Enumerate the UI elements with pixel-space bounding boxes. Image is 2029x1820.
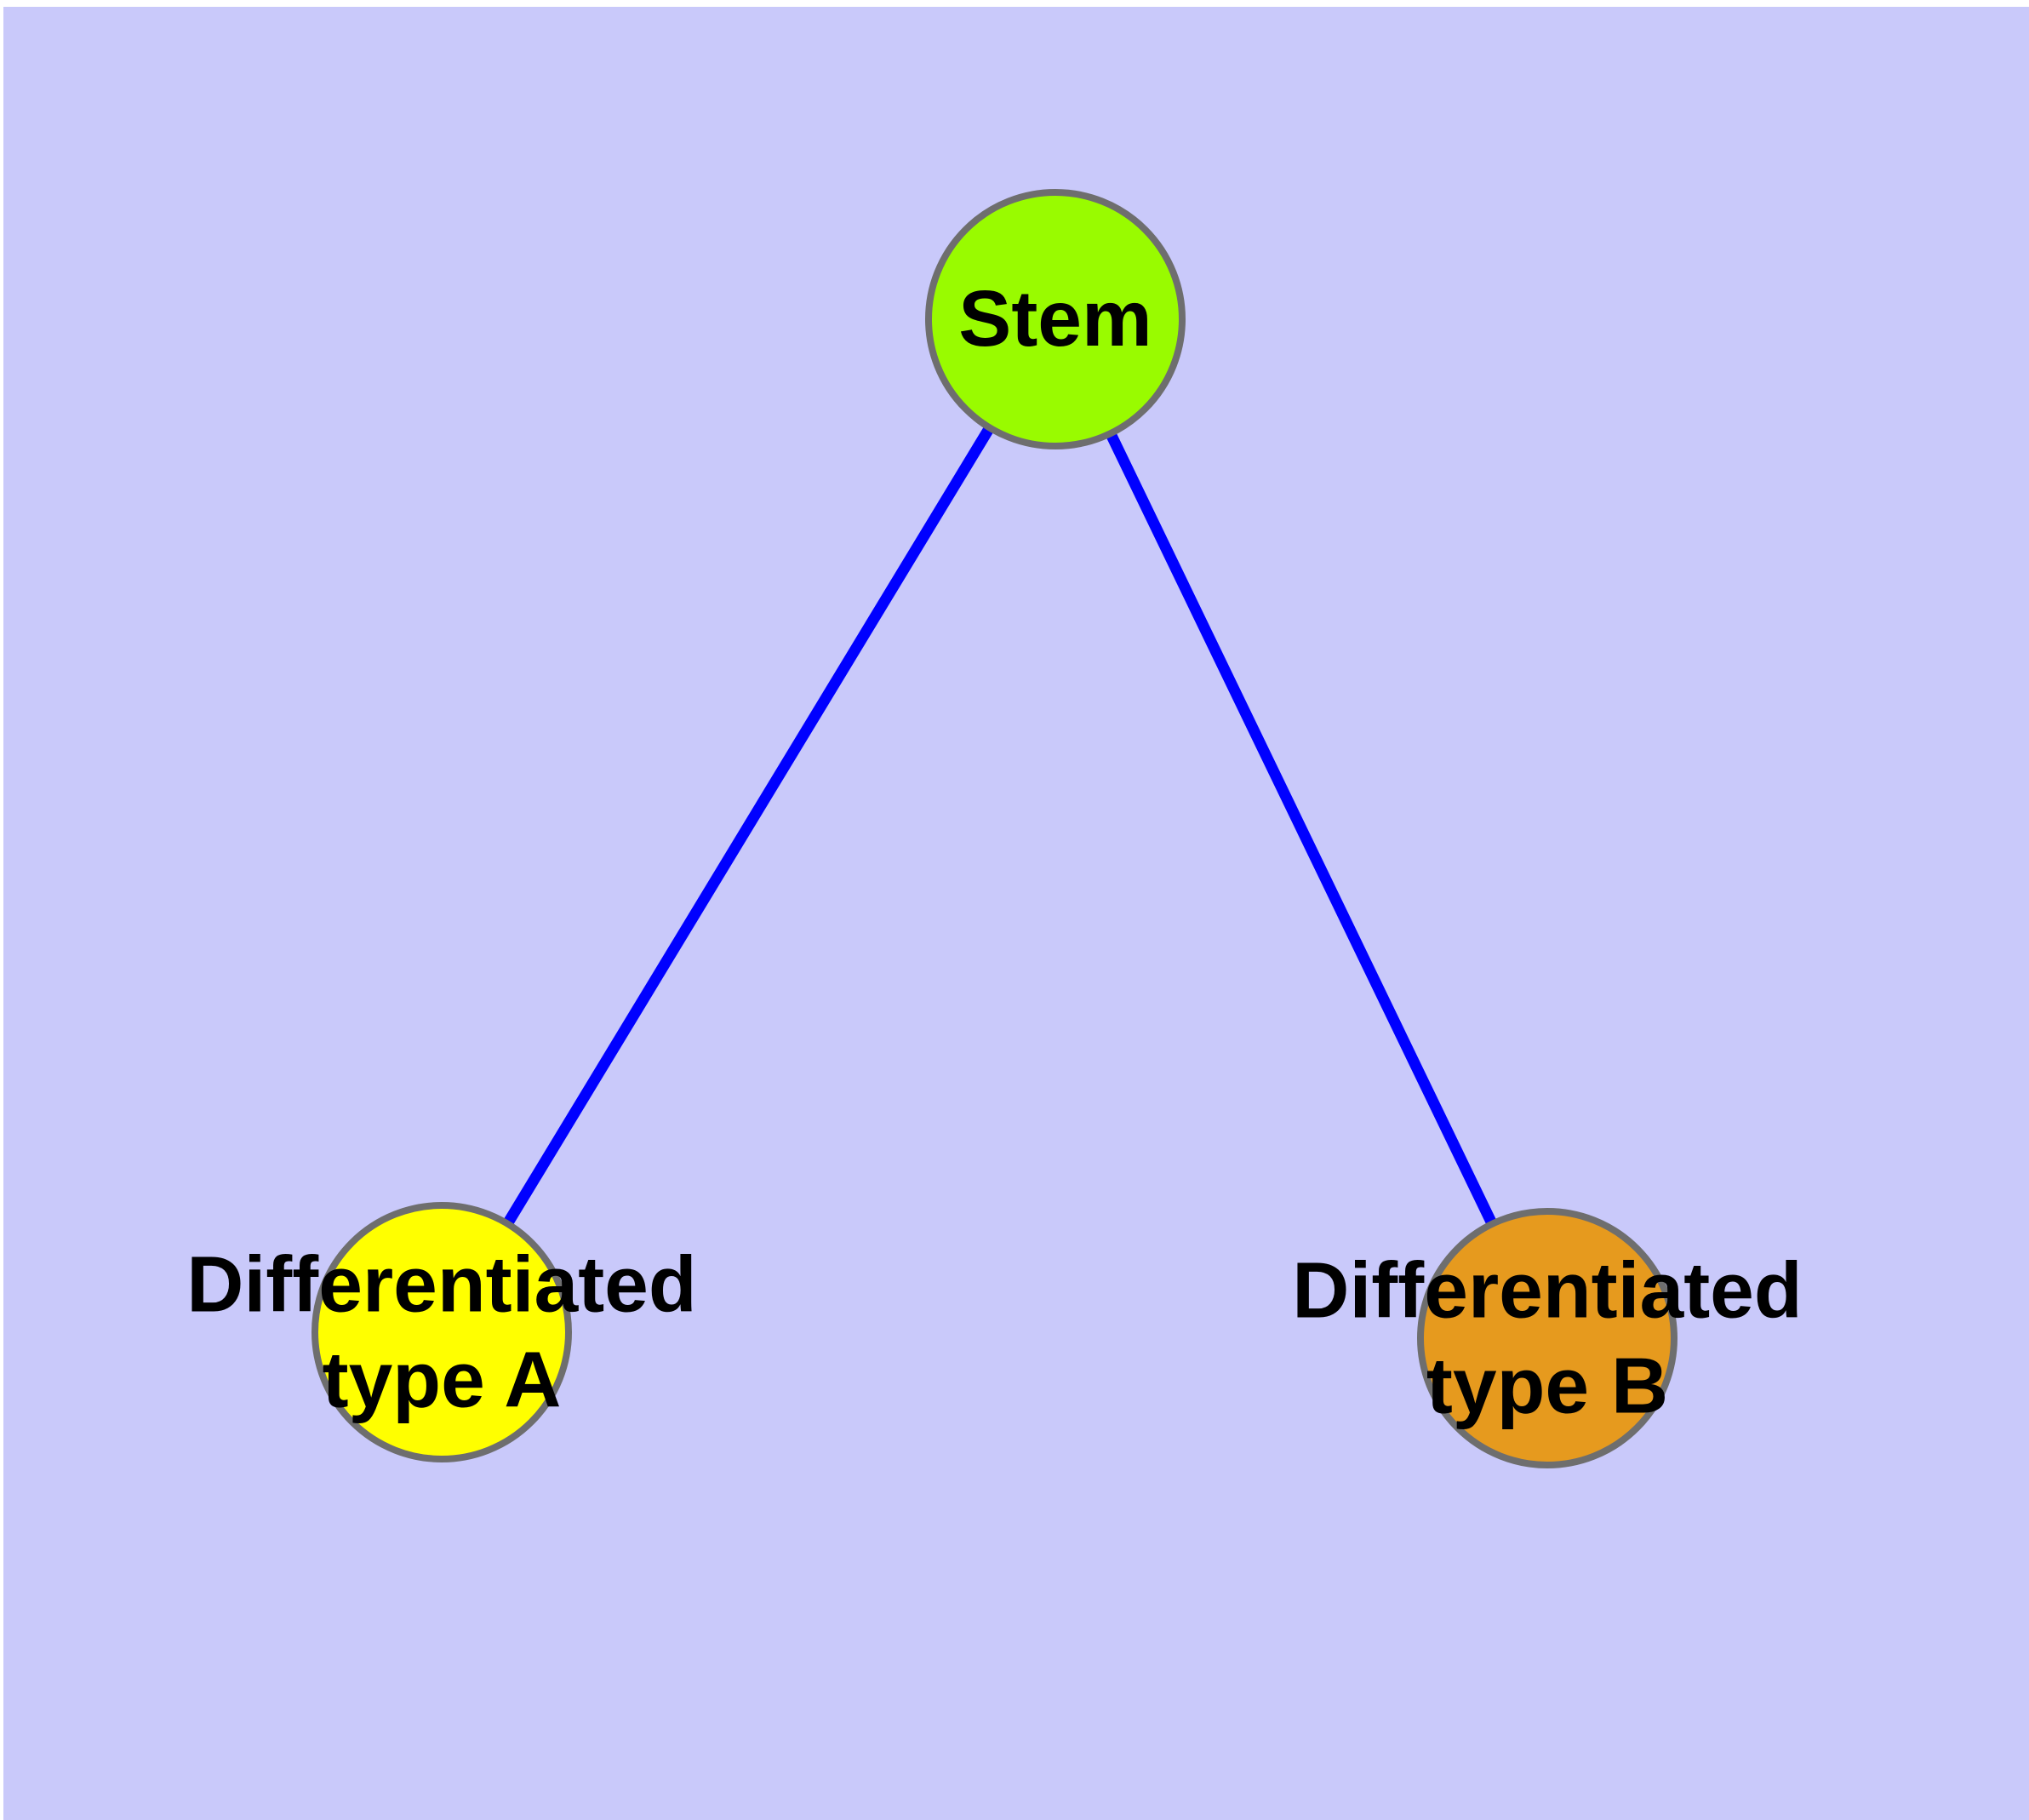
edge-stem-to-differentiated-type-b (1050, 317, 1552, 1341)
edge-stem-to-differentiated-type-a (437, 316, 1060, 1336)
node-stem (925, 189, 1186, 449)
node-differentiated-type-b (1417, 1208, 1677, 1468)
node-differentiated-type-a (311, 1202, 572, 1462)
